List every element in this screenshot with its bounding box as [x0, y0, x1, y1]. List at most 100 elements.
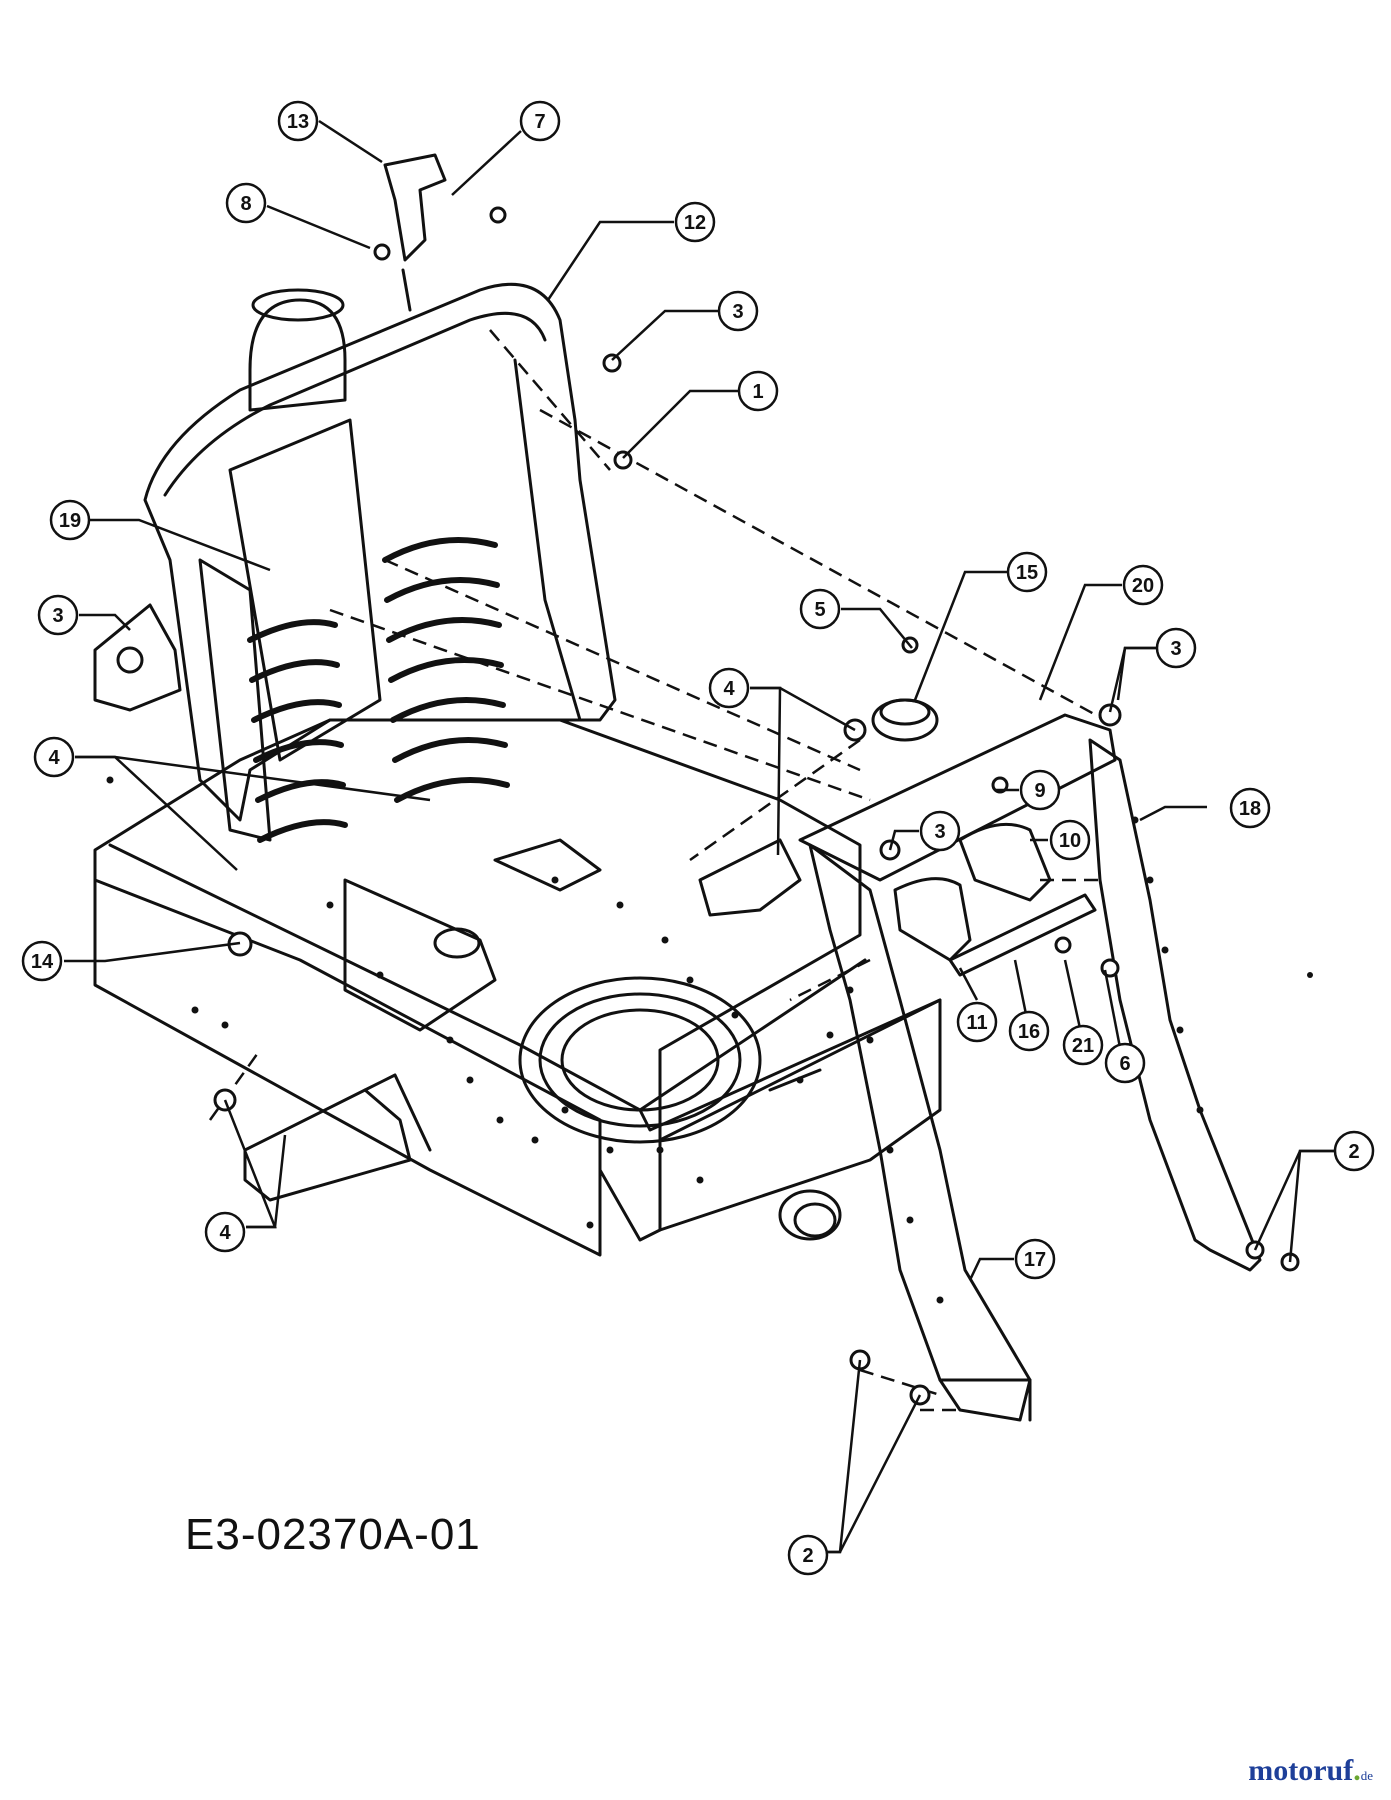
- seat-back-inner-panel: [228, 418, 382, 762]
- callout-21: [1062, 1024, 1104, 1066]
- callout-16: [1008, 1010, 1050, 1052]
- callout-13: [277, 100, 319, 142]
- watermark-logo: motoruf.de: [1248, 1754, 1373, 1788]
- callout-label-3a: 3: [732, 301, 743, 323]
- callout-3d: [919, 810, 961, 852]
- watermark-name: motoruf: [1248, 1754, 1354, 1787]
- frame-box-top: [638, 998, 942, 1132]
- callout-10: [1049, 819, 1091, 861]
- platform-hole-small: [433, 927, 481, 959]
- bracket-plate-16: [948, 893, 1097, 977]
- seat-back-right-edge: [513, 358, 582, 722]
- side-rail-17-foot: [938, 1378, 1032, 1422]
- callout-2b: [787, 1534, 829, 1576]
- callout-label-13: 13: [287, 111, 309, 133]
- callout-5: [799, 588, 841, 630]
- callout-3c: [1155, 627, 1197, 669]
- callout-label-7: 7: [534, 111, 545, 133]
- hinge-bracket-left-tab: [363, 1073, 432, 1152]
- callout-3a: [717, 290, 759, 332]
- frame-side-box: [658, 998, 942, 1232]
- spring-coils-left: [247, 619, 348, 843]
- callout-label-3b: 3: [52, 605, 63, 627]
- seat-back-outer: [143, 282, 617, 822]
- callout-label-10: 10: [1059, 830, 1081, 852]
- watermark-dot: .: [1353, 1754, 1361, 1787]
- side-rail-17: [808, 843, 1032, 1422]
- lever-stem: [401, 268, 412, 312]
- platform-slot-2: [493, 838, 602, 892]
- callout-label-2a: 2: [1348, 1141, 1359, 1163]
- callout-9: [1019, 769, 1061, 811]
- lever-part-13: [383, 153, 447, 262]
- cross-bar-20: [798, 713, 1117, 882]
- seat-back-inner-left: [198, 558, 272, 842]
- callout-label-18: 18: [1239, 798, 1261, 820]
- callout-label-15: 15: [1016, 562, 1038, 584]
- left-bracket-hole: [116, 646, 144, 674]
- callout-label-21: 21: [1072, 1035, 1094, 1057]
- callout-circles: [21, 100, 1375, 1576]
- callout-11: [956, 1001, 998, 1043]
- callout-label-1: 1: [752, 381, 763, 403]
- leader-lines: [64, 119, 1336, 1554]
- callout-14: [21, 940, 63, 982]
- side-rail-18: [1088, 738, 1262, 1272]
- callout-1: [737, 370, 779, 412]
- callout-19: [49, 499, 91, 541]
- callout-label-12: 12: [684, 212, 706, 234]
- frame-holes: [106, 776, 1313, 1304]
- frame-side-hole-inner: [793, 1202, 837, 1238]
- callout-12: [674, 201, 716, 243]
- line-art: [93, 153, 1262, 1422]
- frame-front-side: [93, 878, 602, 1257]
- callout-label-3d: 3: [934, 821, 945, 843]
- callout-label-17: 17: [1024, 1249, 1046, 1271]
- callout-2a: [1333, 1130, 1375, 1172]
- callout-15: [1006, 551, 1048, 593]
- callout-20: [1122, 564, 1164, 606]
- callout-6: [1104, 1042, 1146, 1084]
- bumper-15-top: [879, 698, 931, 726]
- watermark-tld: de: [1360, 1768, 1373, 1783]
- callout-label-4b: 4: [219, 1222, 231, 1244]
- callout-label-4a: 4: [48, 747, 60, 769]
- callout-label-19: 19: [59, 510, 81, 532]
- seat-back-top-ridge: [163, 311, 547, 497]
- callout-label-5: 5: [814, 599, 825, 621]
- drawing-code: E3-02370A-01: [185, 1510, 481, 1559]
- spring-coils-right: [382, 537, 510, 803]
- bracket-10: [958, 822, 1052, 902]
- frame-top-edge: [108, 843, 867, 1112]
- callout-4a: [33, 736, 75, 778]
- platform-slot-3: [768, 1068, 822, 1092]
- callout-label-9: 9: [1034, 780, 1045, 802]
- callout-4c: [708, 667, 750, 709]
- callout-label-20: 20: [1132, 575, 1154, 597]
- callout-7: [519, 100, 561, 142]
- callout-labels: 13 7 8 12 3 1 19 3 4 14 4 5 15 20 3 4 9 …: [31, 111, 1360, 1567]
- seat-back-knob-top: [251, 288, 345, 322]
- callout-3b: [37, 594, 79, 636]
- bracket-11: [893, 877, 972, 962]
- platform-ring-outer: [518, 976, 762, 1144]
- hinge-bracket-center: [698, 838, 802, 917]
- callout-label-14: 14: [31, 951, 54, 973]
- callout-18: [1229, 787, 1271, 829]
- callout-label-16: 16: [1018, 1021, 1040, 1043]
- frame-platform: [93, 718, 862, 1242]
- platform-slot-1: [343, 878, 497, 1032]
- seat-back-knob: [248, 298, 347, 412]
- platform-ring-inner: [560, 1008, 720, 1112]
- platform-ring-mid: [538, 992, 742, 1128]
- callout-label-8: 8: [240, 193, 251, 215]
- callout-label-3c: 3: [1170, 638, 1181, 660]
- callout-8: [225, 182, 267, 224]
- callout-4b: [204, 1211, 246, 1253]
- frame-side-hole: [778, 1189, 842, 1241]
- callout-17: [1014, 1238, 1056, 1280]
- callout-label-11: 11: [966, 1012, 987, 1034]
- callout-label-4c: 4: [723, 678, 735, 700]
- left-bracket: [93, 603, 182, 712]
